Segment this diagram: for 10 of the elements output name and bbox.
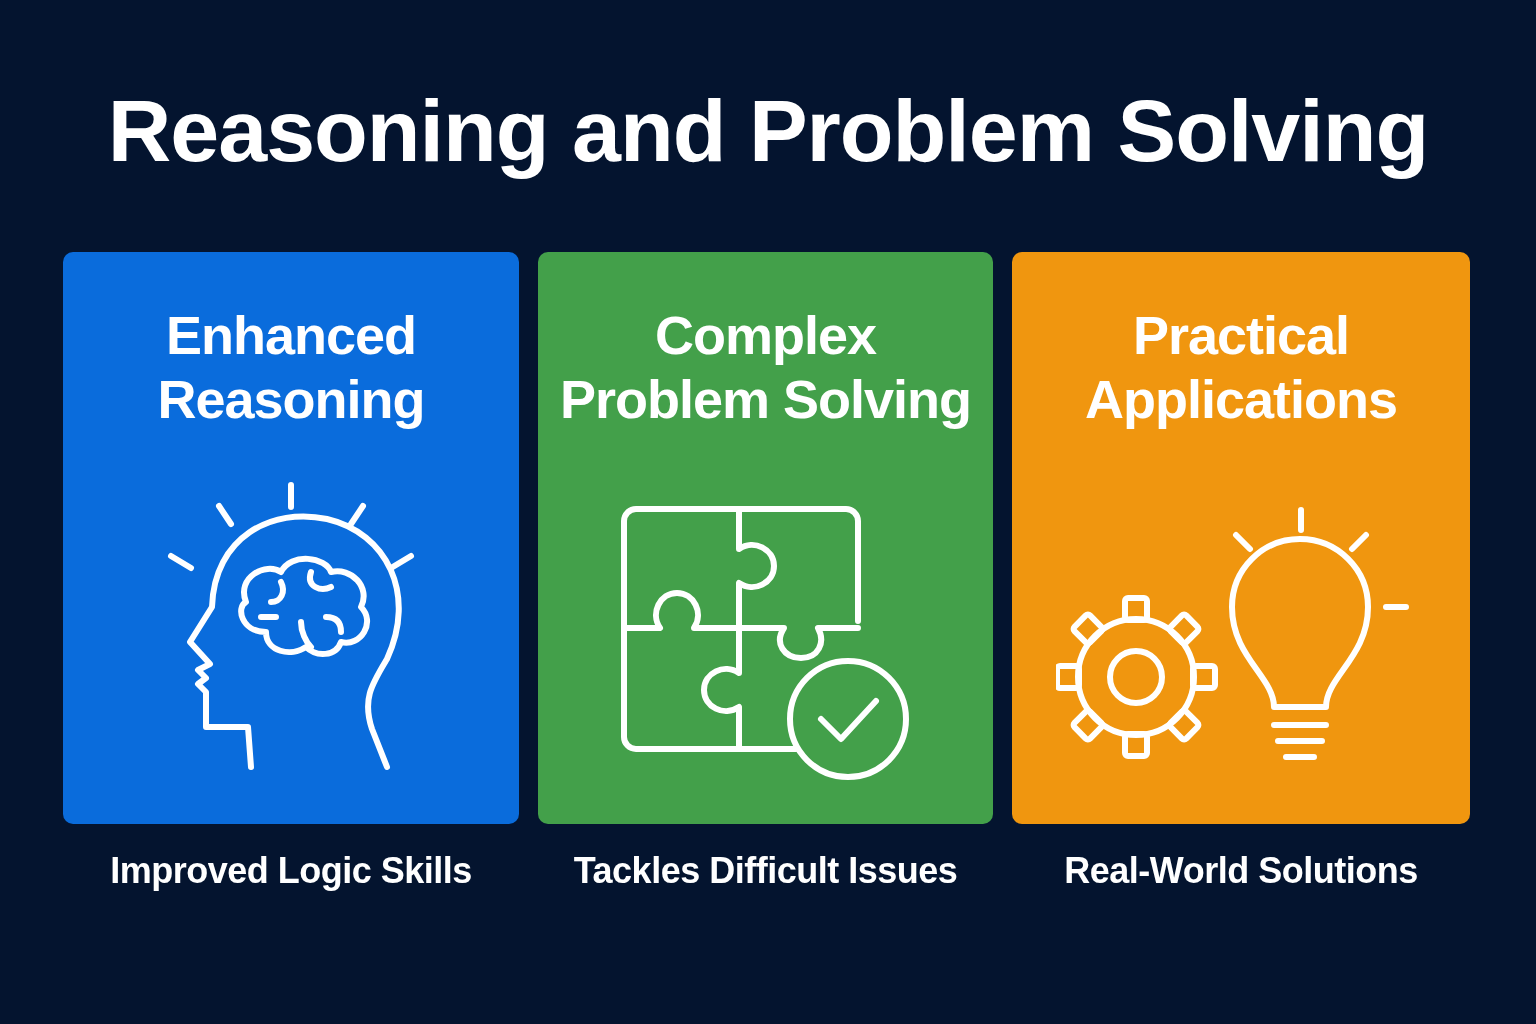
card-heading: Enhanced Reasoning xyxy=(156,304,426,431)
card-caption: Real-World Solutions xyxy=(1063,850,1419,892)
card-caption: Tackles Difficult Issues xyxy=(572,850,959,892)
category-card xyxy=(538,252,993,824)
category-card xyxy=(1012,252,1470,824)
title: Reasoning and Problem Solving xyxy=(106,80,1430,182)
card-heading: Complex Problem Solving xyxy=(558,304,973,431)
card-heading: Practical Applications xyxy=(1084,304,1398,431)
card-caption: Improved Logic Skills xyxy=(109,850,473,892)
category-card xyxy=(63,252,519,824)
